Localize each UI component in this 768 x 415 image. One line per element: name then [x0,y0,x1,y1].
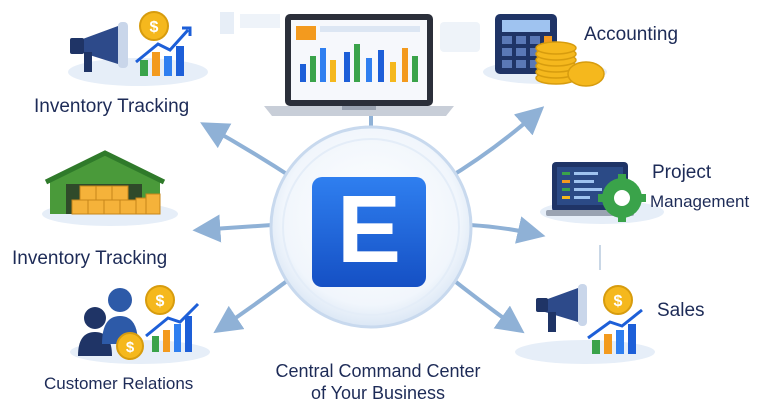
svg-text:$: $ [150,19,159,36]
arrow-mid-left [192,214,273,243]
caption-line-2: of Your Business [310,383,446,403]
calculator-coins-icon [483,14,607,87]
people-growth-icon: $ $ [70,285,210,364]
warehouse-icon [42,150,178,226]
monitor-gear-icon [540,162,664,224]
central-logo-tile [312,177,426,287]
megaphone-growth-icon: $ [68,11,208,86]
svg-text:$: $ [614,293,623,310]
arrow-bottom-left [213,273,297,334]
label-inventory-tracking-mid: Inventory Tracking [12,248,168,269]
svg-text:$: $ [156,293,165,310]
central-caption: Central Command Center of Your Business [228,360,528,404]
arrow-mid-right [469,216,546,244]
central-logo-letter: E [337,176,401,283]
label-project: Project [652,162,712,183]
label-inventory-tracking-top: Inventory Tracking [34,96,190,117]
laptop-dashboard-icon [220,12,480,116]
arrow-top-right [443,106,545,182]
megaphone-sales-icon: $ [515,284,655,364]
svg-text:$: $ [126,339,135,356]
central-hub: E [269,125,473,329]
caption-line-1: Central Command Center [275,361,481,381]
label-accounting: Accounting [584,24,679,45]
label-sales: Sales [657,300,705,321]
label-customer-relations: Customer Relations [44,374,194,393]
arrow-bottom-right [445,273,525,334]
label-management: Management [650,192,750,211]
arrow-top-left [200,122,298,182]
